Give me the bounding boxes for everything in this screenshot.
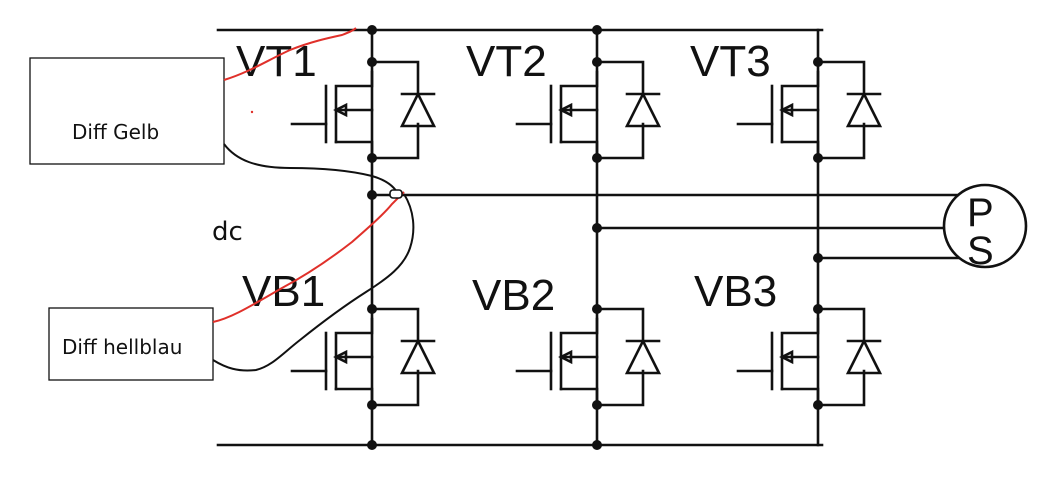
label-vb1: VB1 — [242, 267, 325, 316]
dc-label: dc — [212, 217, 243, 247]
probe-wire-red-gelb — [223, 27, 357, 81]
red-pen-speck — [250, 110, 254, 114]
diff-hellblau-box — [48, 307, 214, 381]
motor-symbol — [942, 183, 1028, 269]
label-vt2: VT2 — [466, 37, 547, 86]
switch-vb1 — [290, 307, 437, 407]
switch-vt2 — [515, 60, 662, 160]
label-vb2: VB2 — [472, 271, 555, 320]
label-vt3: VT3 — [690, 37, 771, 86]
diff-hellblau-label: Diff hellblau — [62, 335, 182, 359]
label-vb3: VB3 — [694, 267, 777, 316]
diff-gelb-box — [29, 57, 225, 165]
motor-letter-s: S — [967, 229, 994, 273]
switch-vt3 — [736, 60, 883, 160]
switch-vt1 — [290, 60, 437, 160]
diff-gelb-label: Diff Gelb — [72, 120, 159, 144]
probe-wire-black-hellblau — [212, 193, 415, 372]
switch-vb2 — [515, 307, 662, 407]
motor-letter-p: P — [967, 191, 994, 235]
switch-vb3 — [736, 307, 883, 407]
probe-wire-black-gelb — [223, 143, 399, 195]
probe-wire-red-hellblau — [212, 191, 405, 323]
junction-dots — [367, 25, 823, 450]
probe-clip — [389, 189, 403, 199]
